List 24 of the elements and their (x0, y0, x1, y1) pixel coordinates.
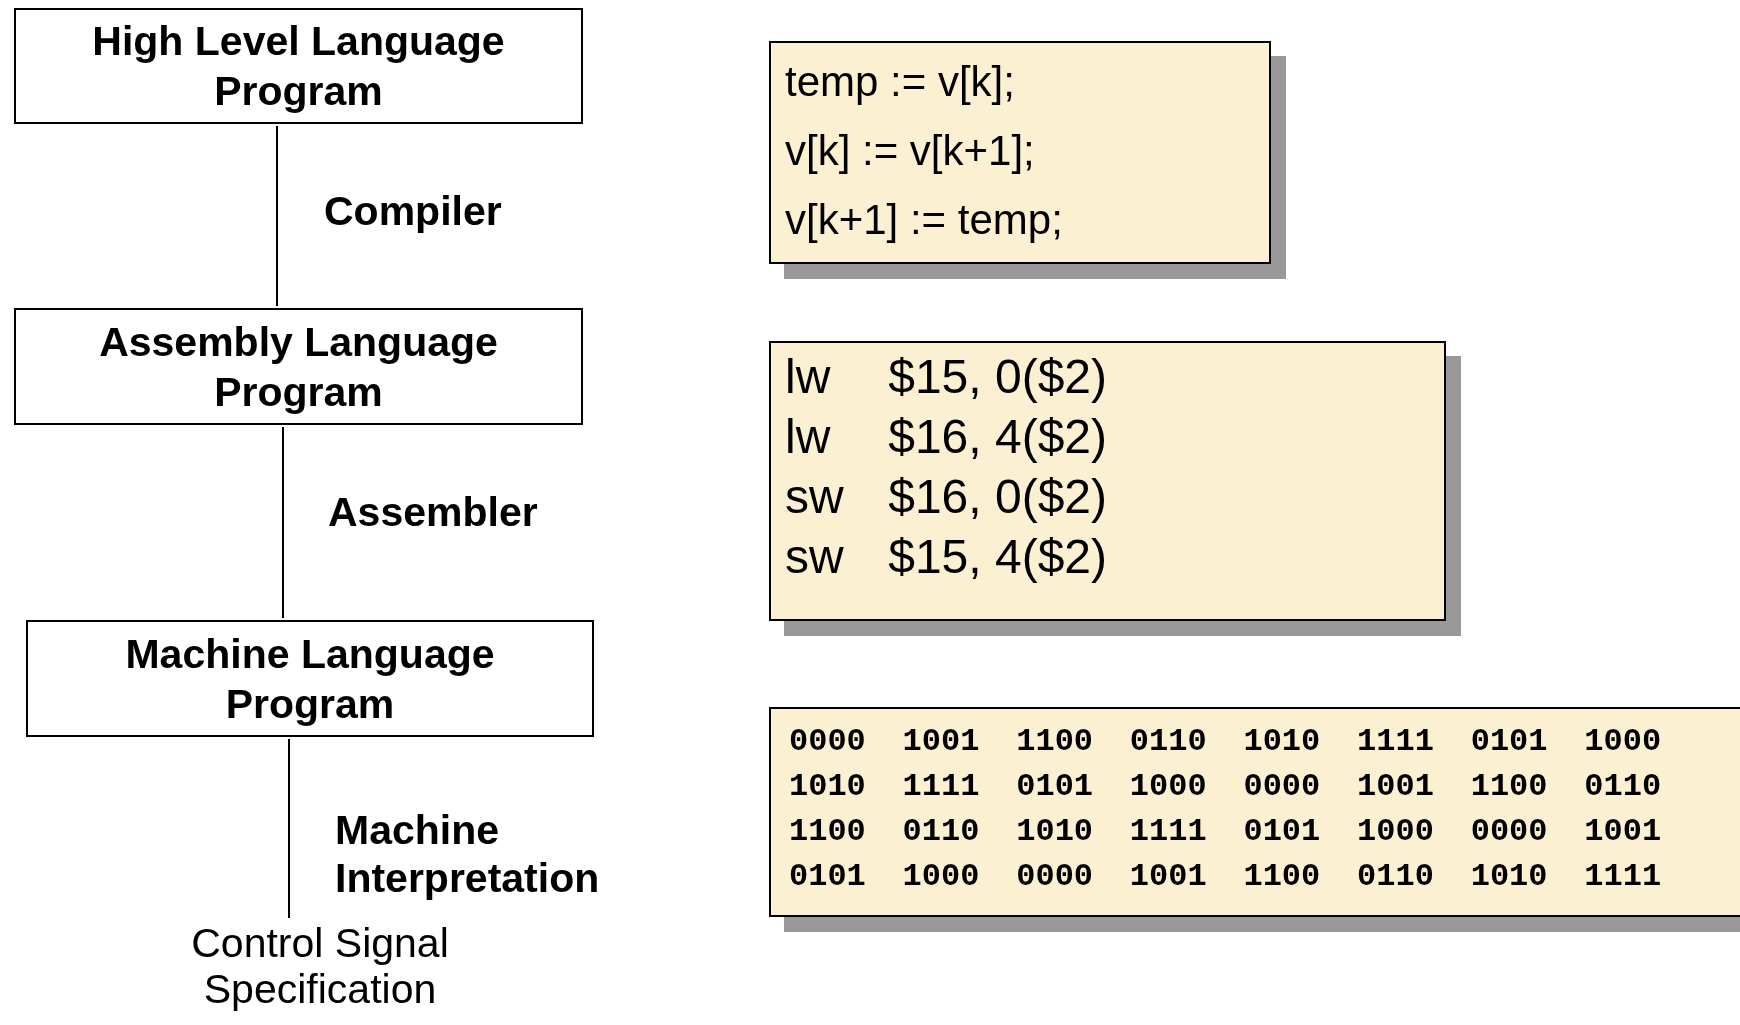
code-line: v[k+1] := temp; (785, 195, 1064, 245)
code-line: v[k] := v[k+1]; (785, 126, 1036, 176)
box-title: Machine Language Program (124, 629, 496, 729)
code-line: 1100 0110 1010 1111 0101 1000 0000 1001 (789, 812, 1663, 852)
connector-line (282, 426, 284, 619)
code-line: lw $16, 4($2) (785, 409, 1108, 465)
edge-label: Machine Interpretation (335, 806, 601, 902)
code-line: 0101 1000 0000 1001 1100 0110 1010 1111 (789, 857, 1663, 897)
code-line: sw $15, 4($2) (785, 529, 1108, 585)
box-title: High Level Language Program (91, 17, 506, 116)
edge-label: Assembler (328, 488, 538, 536)
output-text: Control Signal Specification (191, 920, 449, 1012)
code-line: sw $16, 0($2) (785, 469, 1108, 525)
edge-label: Compiler (324, 187, 502, 235)
code-line: 1010 1111 0101 1000 0000 1001 1100 0110 (789, 767, 1663, 807)
code-line: temp := v[k]; (785, 57, 1016, 107)
code-line: 0000 1001 1100 0110 1010 1111 0101 1000 (789, 722, 1663, 762)
process-box (14, 308, 583, 425)
process-box (14, 8, 583, 124)
connector-line (288, 738, 290, 919)
code-line: lw $15, 0($2) (785, 349, 1108, 405)
box-title: Assembly Language Program (98, 317, 499, 417)
process-box (26, 620, 594, 737)
connector-line (276, 125, 278, 307)
